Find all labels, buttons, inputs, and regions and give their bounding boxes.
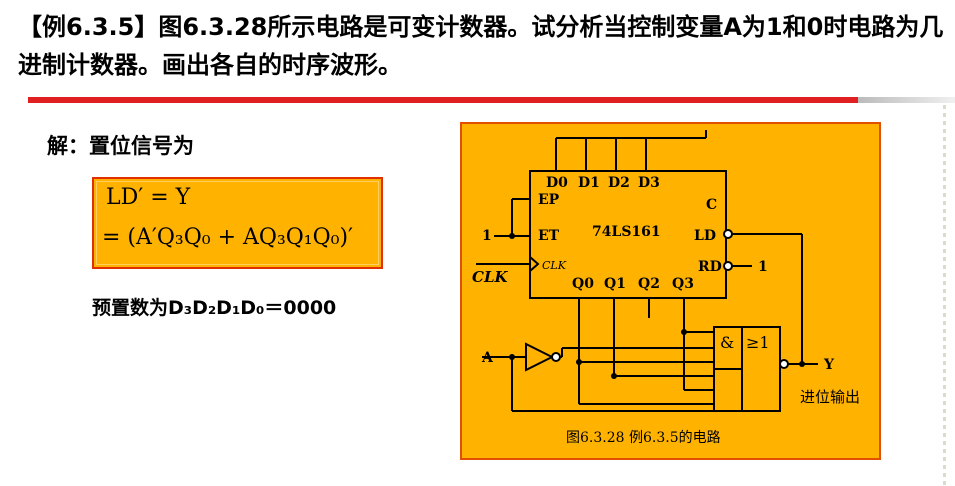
gate-and-label: & [720, 333, 734, 352]
pin-q0: Q0 [572, 276, 594, 292]
pin-c: C [706, 197, 717, 213]
chip-name: 74LS161 [592, 224, 661, 240]
inverter-gate [525, 342, 555, 372]
preset-value: 预置数为D₃D₂D₁D₀＝0000 [92, 297, 337, 319]
rd-value: 1 [758, 259, 768, 275]
et-value: 1 [482, 228, 492, 244]
pin-ep: EP [538, 192, 560, 208]
pin-d0: D0 [546, 175, 568, 191]
output-y-label: Y [823, 357, 835, 373]
pin-q3: Q3 [672, 276, 694, 292]
circuit-figure: D0 D1 D2 D3 EP ET 74LS161 C LD RD Q0 Q1 … [460, 122, 881, 460]
formula-line-2: = (A′Q₃Q₀ + AQ₃Q₁Q₀)′ [102, 225, 354, 250]
circuit-diagram: D0 D1 D2 D3 EP ET 74LS161 C LD RD Q0 Q1 … [472, 130, 860, 446]
control-input-label: A [481, 350, 494, 366]
pin-rd: RD [698, 259, 722, 275]
rd-inversion-bubble [723, 261, 733, 271]
pin-d3: D3 [638, 175, 660, 191]
pin-q2: Q2 [638, 276, 660, 292]
inverter-bubble [551, 352, 561, 362]
solution-intro: 解：置位信号为 [47, 134, 194, 158]
pin-d1: D1 [578, 175, 600, 191]
gate-or-label: ≥1 [746, 333, 770, 352]
carry-out-label: 进位输出 [800, 388, 860, 406]
formula-line-1: LD′ = Y [106, 185, 191, 210]
pin-clk: CLK [542, 259, 567, 272]
formula-box: LD′ = Y = (A′Q₃Q₀ + AQ₃Q₁Q₀)′ [92, 177, 383, 269]
pin-q1: Q1 [604, 276, 626, 292]
title-divider [28, 97, 858, 103]
clk-input-label: CLK [472, 268, 508, 286]
pin-ld: LD [694, 228, 716, 244]
pin-d2: D2 [608, 175, 630, 191]
title-divider-fade [858, 97, 955, 103]
page-title: 【例6.3.5】图6.3.28所示电路是可变计数器。试分析当控制变量A为1和0时… [18, 13, 944, 79]
gate-output-bubble [779, 359, 789, 369]
figure-caption: 图6.3.28 例6.3.5的电路 [566, 430, 721, 446]
right-edge-decoration [943, 105, 946, 486]
pin-et: ET [538, 228, 560, 244]
ld-inversion-bubble [723, 229, 733, 239]
